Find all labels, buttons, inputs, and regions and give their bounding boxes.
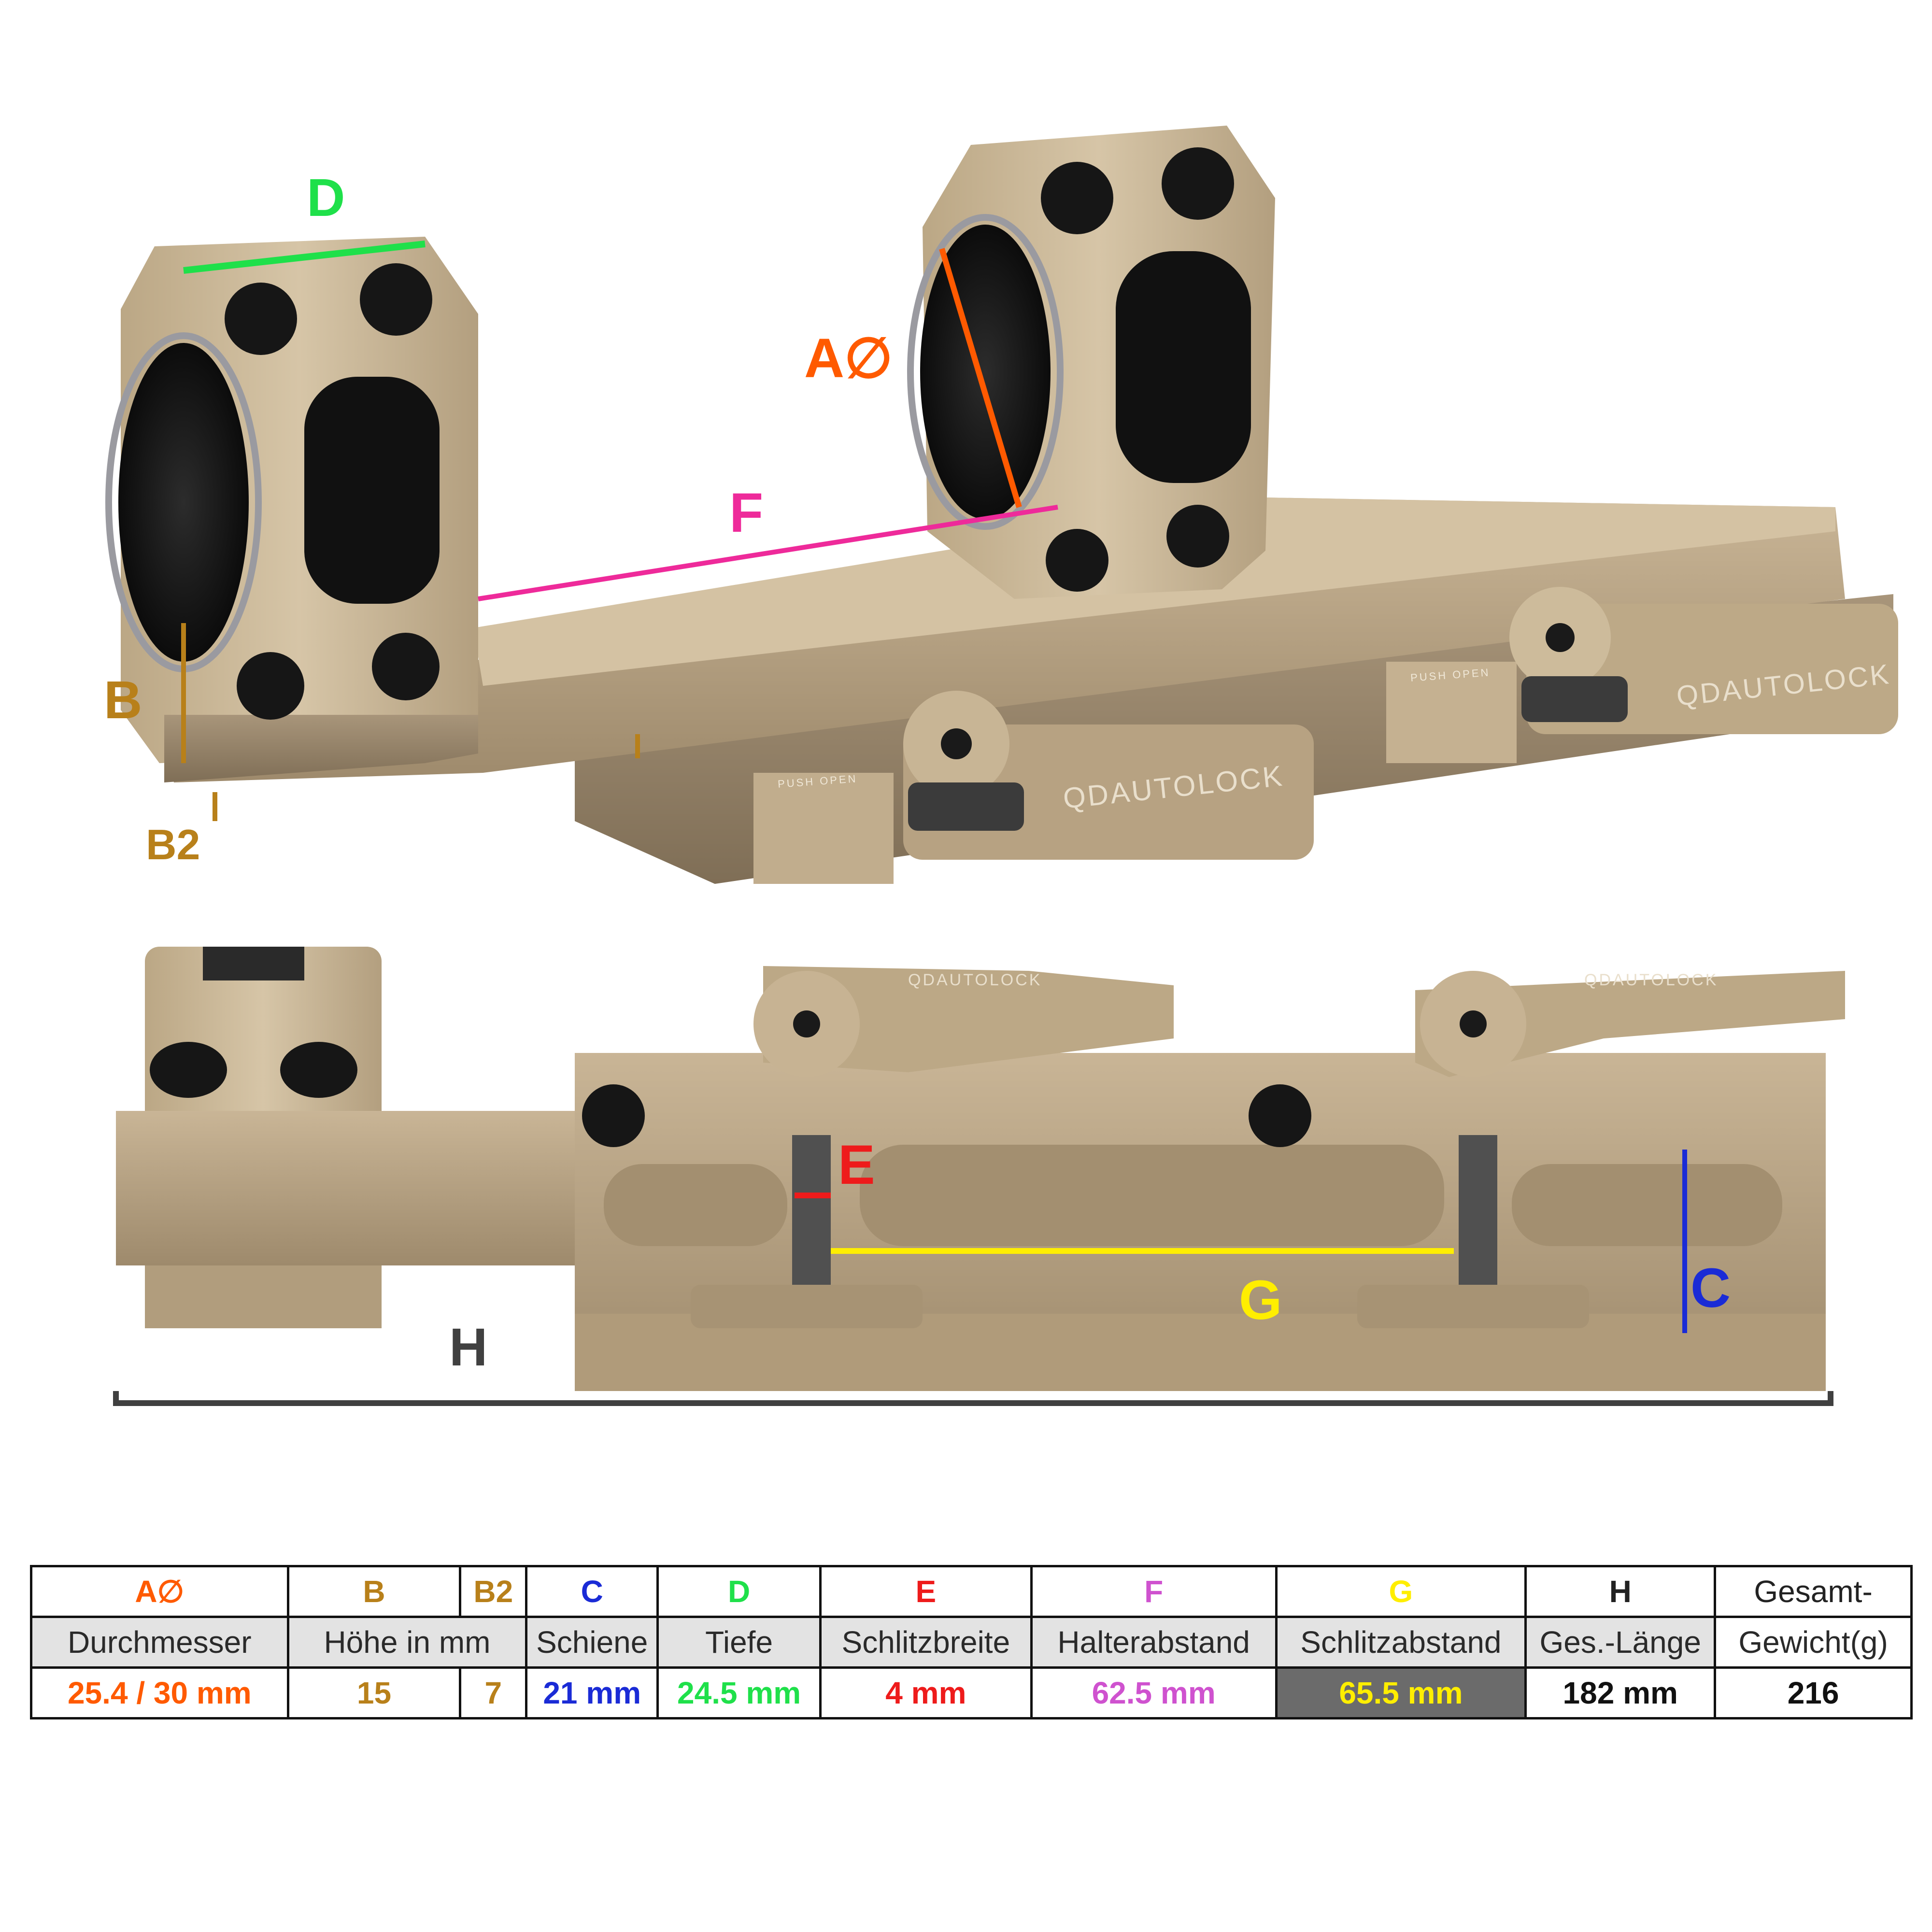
label-d: D bbox=[307, 168, 345, 227]
side-ring bbox=[145, 947, 382, 1150]
label-f: F bbox=[729, 482, 764, 544]
front-ring-screw-icon bbox=[372, 633, 440, 700]
label-h: H bbox=[449, 1318, 488, 1377]
front-push-tab[interactable] bbox=[753, 773, 894, 884]
rear-ring-bore bbox=[920, 225, 1051, 519]
spec-name-height: Höhe in mm bbox=[286, 1616, 528, 1669]
side-rear-pivot-screw-icon bbox=[1460, 1010, 1487, 1037]
dim-bracket-h bbox=[113, 1391, 1833, 1406]
spec-letter-b: B bbox=[286, 1565, 462, 1618]
spec-value-g: 65.5 mm bbox=[1275, 1666, 1527, 1719]
spec-value-h: 182 mm bbox=[1524, 1666, 1717, 1719]
spec-value-row: 25.4 / 30 mm 15 7 21 mm 24.5 mm 4 mm 62.… bbox=[30, 1666, 1913, 1719]
rear-push-tab[interactable] bbox=[1386, 662, 1517, 763]
bolt-nut bbox=[1357, 1285, 1589, 1328]
rear-ring-screw-icon bbox=[1166, 505, 1229, 568]
spec-name-weight: Gewicht(g) bbox=[1714, 1616, 1913, 1669]
spec-table: A∅ B B2 C D E F G H Gesamt- Durchmesser … bbox=[30, 1565, 1913, 1719]
mount-angled-view bbox=[105, 126, 1898, 884]
spec-letter-a: A∅ bbox=[30, 1565, 289, 1618]
side-ring-screw-icon bbox=[280, 1042, 357, 1098]
side-screw-icon bbox=[582, 1084, 645, 1147]
side-slot bbox=[604, 1164, 787, 1246]
cross-bolt bbox=[792, 1135, 831, 1304]
rear-ring-window bbox=[1116, 251, 1251, 483]
side-front-pivot-screw-icon bbox=[793, 1010, 820, 1037]
spec-letter-f: F bbox=[1030, 1565, 1278, 1618]
label-a: A∅ bbox=[804, 327, 893, 389]
front-ring-screw-icon bbox=[237, 652, 304, 720]
front-ring-bore bbox=[118, 343, 249, 662]
rear-lever-wheel bbox=[1521, 676, 1628, 722]
front-ring-screw-icon bbox=[225, 283, 297, 355]
spec-letter-e: E bbox=[819, 1565, 1033, 1618]
spec-letter-row: A∅ B B2 C D E F G H Gesamt- bbox=[30, 1565, 1913, 1618]
spec-value-c: 21 mm bbox=[525, 1666, 659, 1719]
label-b: B bbox=[104, 670, 142, 730]
label-e: E bbox=[838, 1134, 875, 1196]
engraving-side-lever-2: QDAUTOLOCK bbox=[1584, 971, 1719, 989]
spec-value-b2: 7 bbox=[459, 1666, 528, 1719]
spec-name-diameter: Durchmesser bbox=[30, 1616, 289, 1669]
label-c: C bbox=[1690, 1257, 1731, 1319]
spec-name-slot-spacing: Schlitzabstand bbox=[1275, 1616, 1527, 1669]
dim-line-d bbox=[183, 241, 426, 274]
front-scope-ring bbox=[105, 237, 478, 782]
mount-side-view bbox=[113, 947, 1845, 1406]
label-b2: B2 bbox=[146, 821, 200, 868]
label-g: G bbox=[1239, 1269, 1282, 1331]
side-ring-screw-icon bbox=[150, 1042, 227, 1098]
rear-ring-screw-icon bbox=[1046, 529, 1108, 592]
spec-value-d: 24.5 mm bbox=[656, 1666, 822, 1719]
spec-name-length: Ges.-Länge bbox=[1524, 1616, 1717, 1669]
side-slot bbox=[1512, 1164, 1782, 1246]
rear-ring-screw-icon bbox=[1162, 147, 1234, 220]
spec-name-slot-width: Schlitzbreite bbox=[819, 1616, 1033, 1669]
spec-letter-h: H bbox=[1524, 1565, 1717, 1618]
cross-bolt bbox=[1459, 1135, 1497, 1304]
spec-value-weight: 216 bbox=[1714, 1666, 1913, 1719]
side-slot bbox=[860, 1145, 1444, 1246]
front-lever-wheel bbox=[908, 782, 1024, 831]
dim-line-a bbox=[939, 248, 1022, 508]
front-ring-window bbox=[304, 377, 440, 604]
spec-value-b: 15 bbox=[286, 1666, 462, 1719]
spec-letter-b2: B2 bbox=[459, 1565, 528, 1618]
spec-letter-g: G bbox=[1275, 1565, 1527, 1618]
rear-lever-screw-icon bbox=[1546, 623, 1575, 652]
spec-letter-weight: Gesamt- bbox=[1714, 1565, 1913, 1618]
rear-scope-ring bbox=[907, 126, 1275, 599]
spec-name-rail: Schiene bbox=[525, 1616, 659, 1669]
dim-line-f bbox=[478, 505, 1058, 601]
bolt-nut bbox=[691, 1285, 923, 1328]
spec-letter-c: C bbox=[525, 1565, 659, 1618]
side-arm bbox=[116, 1111, 599, 1265]
side-front-lever[interactable] bbox=[763, 966, 1174, 1072]
side-rear-lever[interactable] bbox=[1415, 971, 1845, 1077]
spec-value-e: 4 mm bbox=[819, 1666, 1033, 1719]
spec-name-ring-spacing: Halterabstand bbox=[1030, 1616, 1278, 1669]
spec-value-f: 62.5 mm bbox=[1030, 1666, 1278, 1719]
front-lever-screw-icon bbox=[941, 728, 972, 759]
spec-letter-d: D bbox=[656, 1565, 822, 1618]
spec-name-depth: Tiefe bbox=[656, 1616, 822, 1669]
engraving-side-lever-1: QDAUTOLOCK bbox=[908, 971, 1042, 989]
front-ring-screw-icon bbox=[360, 263, 432, 336]
rear-ring-screw-icon bbox=[1041, 162, 1113, 234]
spec-name-row: Durchmesser Höhe in mm Schiene Tiefe Sch… bbox=[30, 1616, 1913, 1669]
side-screw-icon bbox=[1249, 1084, 1311, 1147]
spec-value-a: 25.4 / 30 mm bbox=[30, 1666, 289, 1719]
